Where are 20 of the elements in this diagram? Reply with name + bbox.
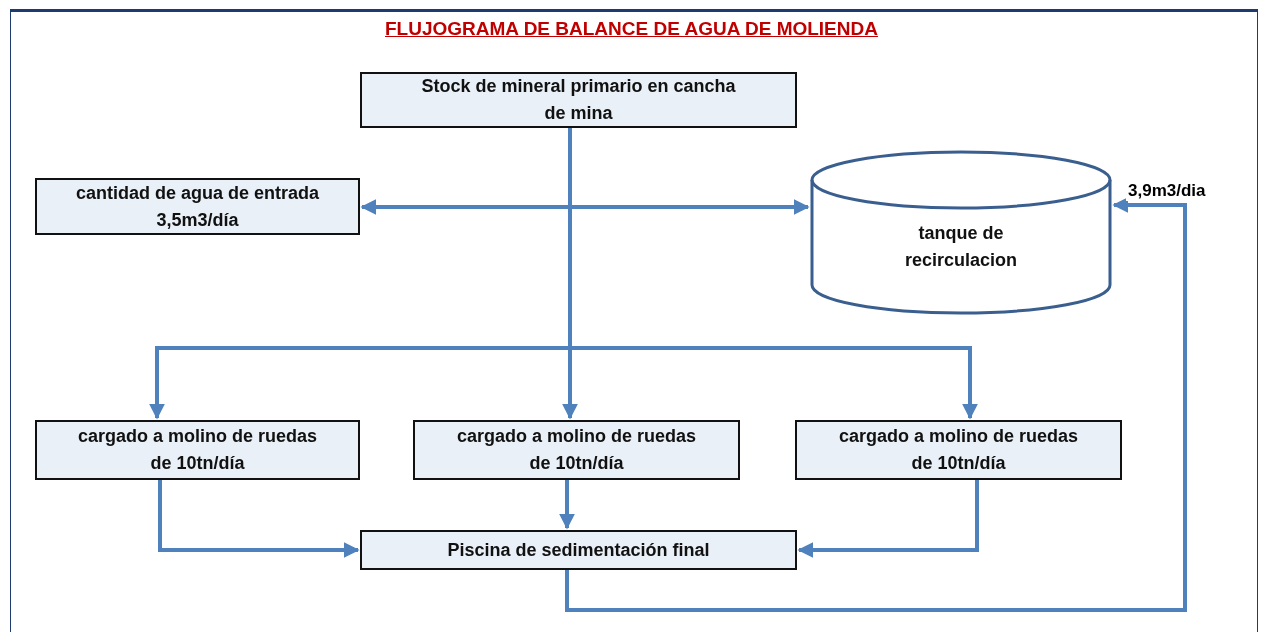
process-box xyxy=(795,420,1122,480)
node-text: cargado a molino de ruedas de 10tn/día xyxy=(455,425,698,475)
arrow xyxy=(565,197,1187,612)
process-box xyxy=(413,420,740,480)
arrow xyxy=(360,199,810,215)
process-box xyxy=(35,178,360,235)
edge-label: 3,9m3/dia xyxy=(1126,181,1208,201)
node-text: Piscina de sedimentación final xyxy=(447,538,710,562)
process-box xyxy=(360,530,797,570)
diagram-title: FLUJOGRAMA DE BALANCE DE AGUA DE MOLIENDA xyxy=(384,18,879,40)
node-text: tanque de recirculacion xyxy=(903,221,1019,272)
arrow xyxy=(158,480,360,558)
node-text: cargado a molino de ruedas de 10tn/día xyxy=(76,425,319,475)
node-text: cantidad de agua de entrada 3,5m3/día xyxy=(74,181,321,232)
node-text: Stock de mineral primario en cancha de mina xyxy=(420,75,737,125)
node-text: cargado a molino de ruedas de 10tn/día xyxy=(837,425,1080,475)
process-box xyxy=(35,420,360,480)
arrow xyxy=(559,480,575,530)
process-box xyxy=(360,72,797,128)
arrow xyxy=(797,480,979,558)
